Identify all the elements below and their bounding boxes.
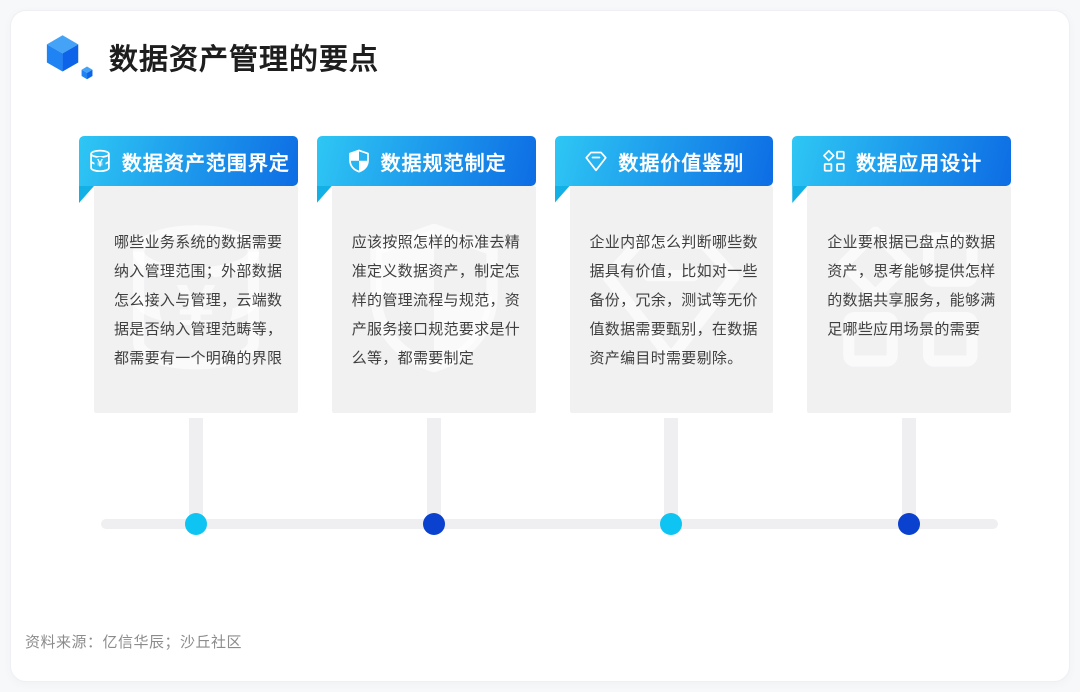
card-header: 数据价值鉴别	[554, 136, 774, 186]
title-bar: 数据资产管理的要点	[39, 31, 379, 83]
grid-icon	[821, 148, 847, 174]
slide-panel: 数据资产管理的要点 数据资产范围界定 哪些业务系统的数据需要纳入管理范围；外部数…	[10, 10, 1070, 682]
timeline-dot	[660, 513, 682, 535]
timeline-stem	[902, 418, 916, 522]
card-text: 应该按照怎样的标准去精准定义数据资产，制定怎样的管理流程与规范，资产服务接口规范…	[351, 234, 521, 367]
source-note: 资料来源：亿信华辰；沙丘社区	[25, 634, 243, 651]
page-title: 数据资产管理的要点	[109, 44, 380, 76]
timeline-bar	[101, 519, 998, 529]
card-title: 数据价值鉴别	[618, 152, 745, 175]
ribbon-fold	[79, 186, 94, 203]
card-body: 哪些业务系统的数据需要纳入管理范围；外部数据怎么接入与管理，云端数据是否纳入管理…	[94, 186, 298, 413]
timeline-dot	[423, 513, 445, 535]
card-text: 哪些业务系统的数据需要纳入管理范围；外部数据怎么接入与管理，云端数据是否纳入管理…	[114, 234, 283, 367]
timeline-dot	[898, 513, 920, 535]
ribbon-fold	[316, 186, 332, 203]
card-header: 数据应用设计	[792, 136, 1011, 186]
card-body: 应该按照怎样的标准去精准定义数据资产，制定怎样的管理流程与规范，资产服务接口规范…	[331, 186, 536, 413]
cube-logo-icon	[46, 35, 93, 80]
timeline-stem	[189, 418, 203, 522]
ribbon-fold	[792, 186, 808, 203]
card-header: 数据资产范围界定	[79, 136, 298, 186]
timeline-dot	[185, 513, 207, 535]
card-data-application: 数据应用设计 企业要根据已盘点的数据资产，思考能够提供怎样的数据共享服务，能够满…	[792, 136, 1011, 413]
gem-icon	[583, 148, 609, 174]
card-body: 企业要根据已盘点的数据资产，思考能够提供怎样的数据共享服务，能够满足哪些应用场景…	[807, 186, 1011, 413]
card-title: 数据应用设计	[856, 152, 983, 175]
cards-row: 数据资产范围界定 哪些业务系统的数据需要纳入管理范围；外部数据怎么接入与管理，云…	[79, 136, 1011, 413]
card-title: 数据资产范围界定	[121, 152, 290, 175]
card-header: 数据规范制定	[316, 136, 536, 186]
timeline-stem	[664, 418, 678, 522]
card-body: 企业内部怎么判断哪些数据具有价值，比如对一些备份，冗余，测试等无价值数据需要甄别…	[569, 186, 774, 413]
card-text: 企业内部怎么判断哪些数据具有价值，比如对一些备份，冗余，测试等无价值数据需要甄别…	[589, 234, 758, 367]
card-data-asset-scope: 数据资产范围界定 哪些业务系统的数据需要纳入管理范围；外部数据怎么接入与管理，云…	[79, 136, 298, 413]
card-data-standards: 数据规范制定 应该按照怎样的标准去精准定义数据资产，制定怎样的管理流程与规范，资…	[316, 136, 536, 413]
card-title: 数据规范制定	[380, 152, 507, 175]
card-text: 企业要根据已盘点的数据资产，思考能够提供怎样的数据共享服务，能够满足哪些应用场景…	[827, 234, 996, 338]
database-yen-icon	[87, 148, 113, 174]
timeline-stem	[427, 418, 441, 522]
ribbon-fold	[554, 186, 570, 203]
shield-icon	[346, 148, 372, 174]
card-data-value: 数据价值鉴别 企业内部怎么判断哪些数据具有价值，比如对一些备份，冗余，测试等无价…	[554, 136, 774, 413]
